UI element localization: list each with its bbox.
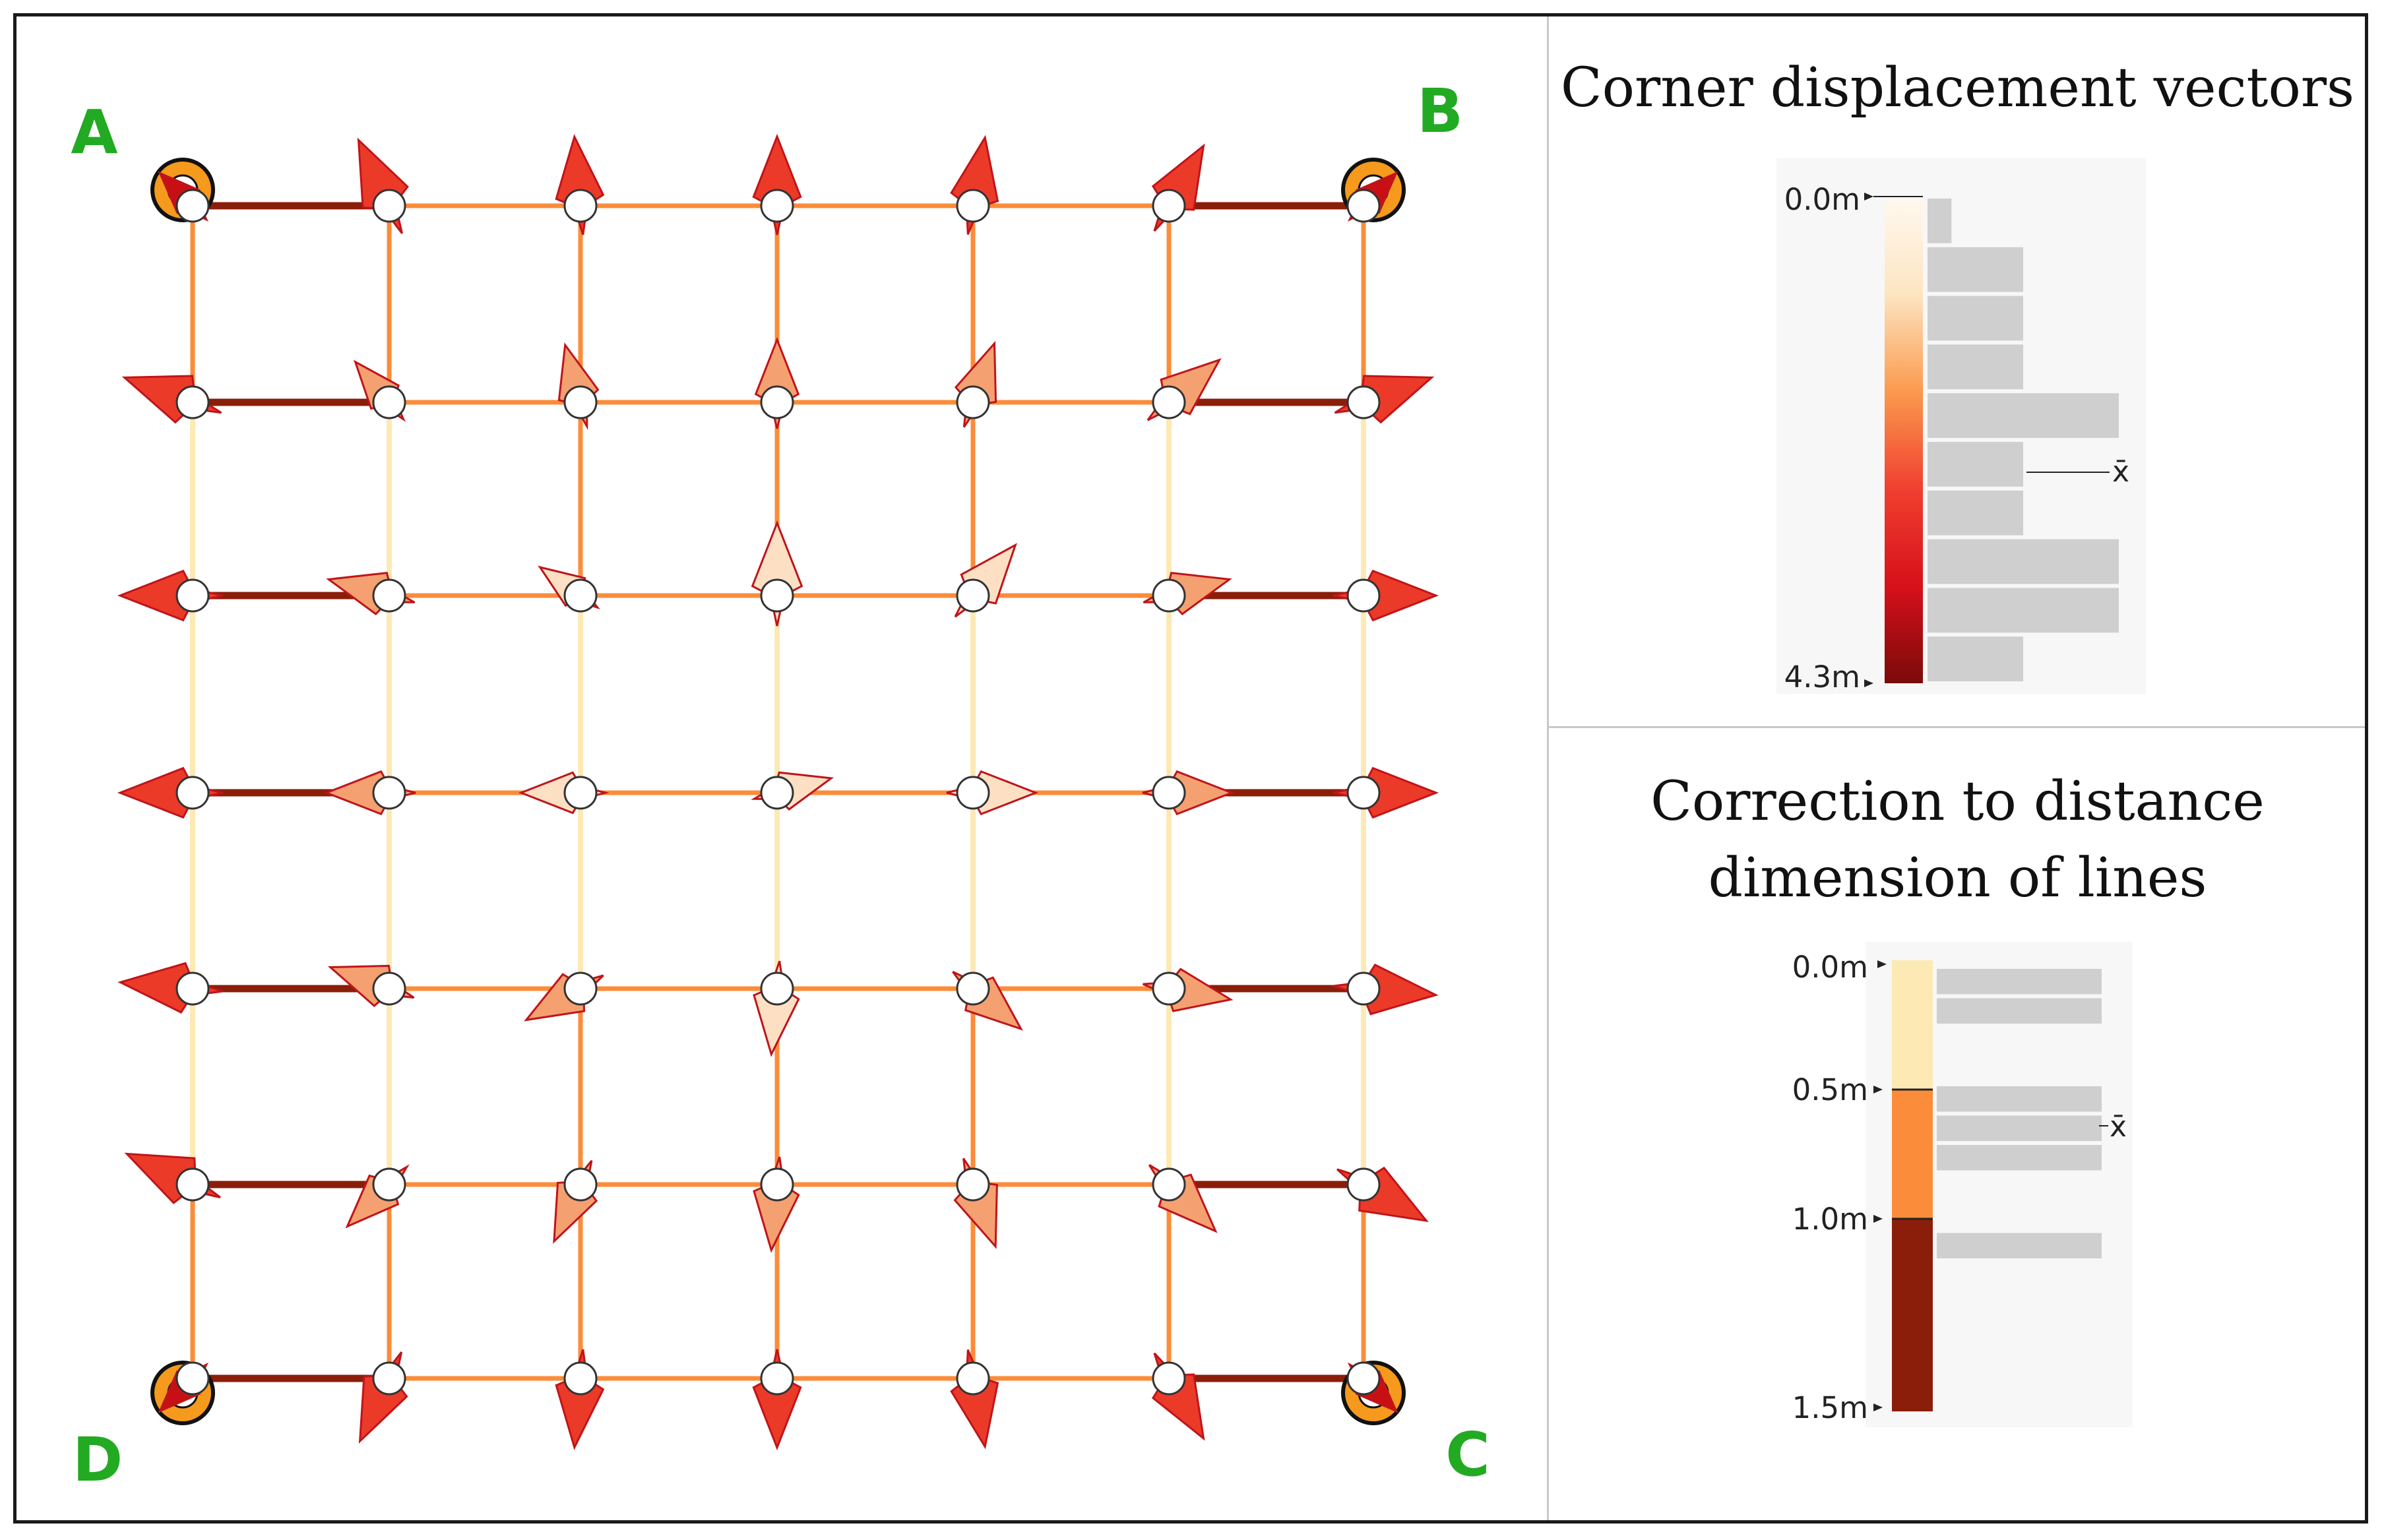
grid-node: [760, 776, 794, 810]
correction-histogram: [1937, 969, 2102, 1258]
grid-node: [956, 1167, 990, 1202]
correction-title-line2: dimension of lines: [1708, 847, 2207, 909]
displacement-max-marker: [1864, 679, 1873, 687]
displacement-max-label: 4.3m: [1784, 660, 1860, 694]
grid-node: [1346, 578, 1381, 613]
displacement-legend-title: Corner displacement vectors: [1560, 57, 2355, 119]
correction-hist-bar: [1937, 1233, 2102, 1258]
panel-divider-vertical: [1547, 16, 1549, 1520]
correction-legend-title: Correction to distance dimension of line…: [1550, 764, 2365, 917]
grid-node: [175, 971, 210, 1006]
grid-node: [175, 1167, 210, 1202]
grid-node: [956, 385, 990, 419]
grid-node: [372, 1361, 406, 1396]
grid-node: [760, 578, 794, 613]
grid-node: [563, 1361, 598, 1396]
grid-node: [563, 189, 598, 223]
grid-node: [1152, 1361, 1186, 1396]
displacement-hist-bar: [1928, 344, 2023, 390]
grid-node: [175, 1361, 210, 1396]
corner-label-c: C: [1445, 1419, 1490, 1490]
grid-node: [563, 776, 598, 810]
correction-tick-3: 1.5m: [1792, 1390, 1868, 1425]
displacement-hist-bar: [1928, 295, 2023, 341]
displacement-min-label: 0.0m: [1784, 182, 1860, 217]
grid-node: [1346, 1361, 1381, 1396]
grid-node: [175, 578, 210, 613]
grid-node: [956, 578, 990, 613]
grid-node: [760, 1167, 794, 1202]
grid-node: [372, 189, 406, 223]
grid-node: [956, 1361, 990, 1396]
correction-tick-0-marker: [1877, 960, 1887, 968]
grid-node: [563, 1167, 598, 1202]
corner-label-a: A: [71, 97, 117, 168]
grid-node: [372, 971, 406, 1006]
displacement-min-marker: [1864, 193, 1873, 200]
correction-tick-1-marker: [1873, 1086, 1883, 1093]
grid-node: [1152, 971, 1186, 1006]
corner-label-b: B: [1417, 76, 1463, 146]
correction-tick-2-marker: [1873, 1215, 1883, 1223]
grid-node: [956, 776, 990, 810]
correction-tick-3-marker: [1873, 1403, 1883, 1411]
grid-node: [1346, 385, 1381, 419]
grid-nodes: [175, 189, 1381, 1396]
correction-class-high: [1892, 1219, 1933, 1411]
grid-node: [1346, 189, 1381, 223]
grid-node: [175, 385, 210, 419]
grid-node: [372, 385, 406, 419]
grid-node: [1152, 385, 1186, 419]
correction-class-mid: [1892, 1090, 1933, 1219]
displacement-hist-bar: [1928, 490, 2023, 536]
displacement-mean-label: x̄: [2112, 455, 2129, 489]
displacement-hist-bar: [1928, 636, 2023, 681]
grid-node: [760, 971, 794, 1006]
correction-hist-bar: [1937, 1115, 2102, 1141]
displacement-colorbar: [1885, 197, 1923, 683]
grid-node: [1152, 578, 1186, 613]
displacement-histogram: [1928, 199, 2119, 681]
grid-node: [956, 971, 990, 1006]
correction-mean-label: x̄: [2110, 1110, 2127, 1144]
correction-tick-1: 0.5m: [1792, 1072, 1868, 1107]
grid-node: [175, 189, 210, 223]
grid-node: [372, 776, 406, 810]
correction-hist-bar: [1937, 969, 2102, 995]
grid-node: [563, 971, 598, 1006]
displacement-hist-bar: [1928, 539, 2119, 584]
grid-node: [175, 776, 210, 810]
grid-node: [760, 189, 794, 223]
correction-hist-bar: [1937, 998, 2102, 1024]
corner-label-d: D: [73, 1425, 123, 1495]
grid-node: [1152, 1167, 1186, 1202]
displacement-hist-bar: [1928, 442, 2023, 487]
displacement-hist-bar: [1928, 393, 2119, 438]
grid-node: [372, 1167, 406, 1202]
grid-node: [1346, 971, 1381, 1006]
correction-tick-0: 0.0m: [1792, 950, 1868, 985]
grid-node: [1346, 1167, 1381, 1202]
correction-hist-bar: [1937, 1086, 2102, 1112]
correction-hist-bar: [1937, 1145, 2102, 1171]
displacement-hist-bar: [1928, 247, 2023, 292]
panel-divider-horizontal: [1549, 726, 2365, 728]
grid-node: [1152, 189, 1186, 223]
grid-node: [956, 189, 990, 223]
grid-node: [1152, 776, 1186, 810]
grid-node: [760, 385, 794, 419]
correction-tick-2: 1.0m: [1792, 1202, 1868, 1237]
grid-node: [563, 578, 598, 613]
grid-node: [563, 385, 598, 419]
correction-class-low: [1892, 960, 1933, 1090]
grid-node: [1346, 776, 1381, 810]
correction-title-line1: Correction to distance: [1650, 770, 2265, 833]
grid-node: [372, 578, 406, 613]
displacement-hist-bar: [1928, 588, 2119, 633]
displacement-hist-bar: [1928, 199, 1952, 243]
figure-frame: [13, 13, 2368, 1524]
grid-node: [760, 1361, 794, 1396]
